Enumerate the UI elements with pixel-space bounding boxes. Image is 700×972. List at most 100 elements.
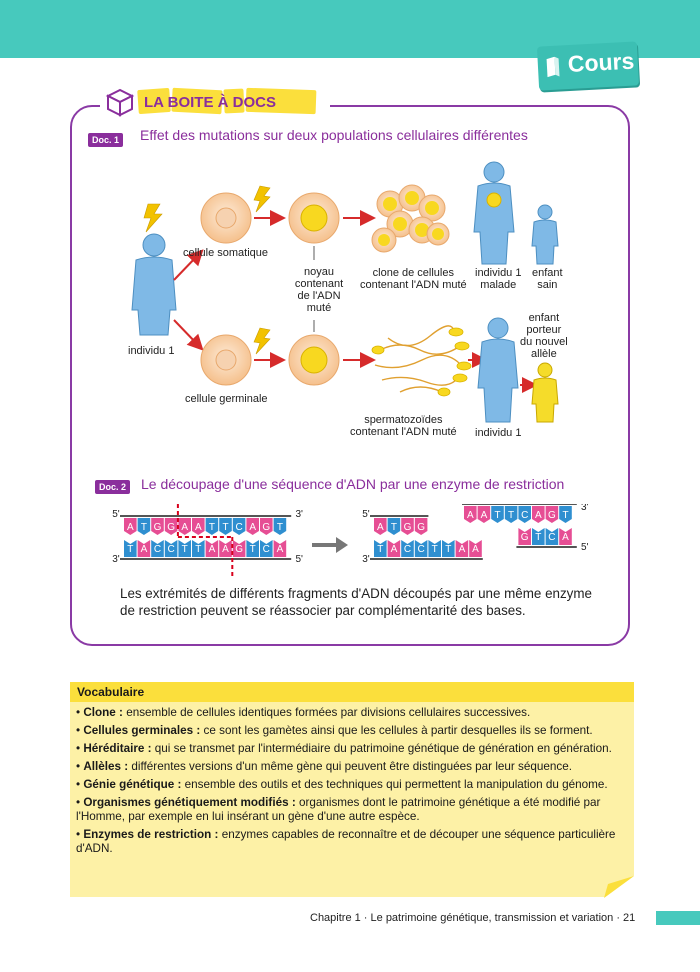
base-fb-top-4 xyxy=(518,506,531,523)
base-left-top-8 xyxy=(232,518,246,535)
base-left-top-10 xyxy=(260,518,273,535)
base-fb-top-3 xyxy=(504,506,518,523)
base-fb-top-5-letter: A xyxy=(535,510,542,521)
base-left-top-10-letter: G xyxy=(262,522,270,533)
base-left-top-1-letter: T xyxy=(141,522,147,533)
base-fa-bottom-2-letter: C xyxy=(404,544,411,555)
base-left-bottom-6 xyxy=(205,540,219,557)
clone-label: clone de cellules contenant l'ADN muté xyxy=(360,267,467,291)
base-left-bottom-4 xyxy=(178,540,191,557)
base-left-bottom-0 xyxy=(124,540,137,557)
end-label-right-bottom: 5' xyxy=(295,554,303,565)
page-fold-decoration xyxy=(604,876,634,898)
germinal-cell xyxy=(200,334,252,386)
doc2-title: Le découpage d'une séquence d'ADN par un… xyxy=(141,476,565,492)
base-fb-bottom-3 xyxy=(559,528,572,545)
somatic-cell xyxy=(200,192,252,244)
lightning-icon xyxy=(143,203,163,233)
base-left-top-1 xyxy=(137,518,151,535)
vocabulary-title: Vocabulaire xyxy=(77,685,145,699)
base-left-top-11-letter: T xyxy=(277,522,283,533)
base-fb-top-5 xyxy=(532,506,545,523)
base-fa-top-3-letter: G xyxy=(417,522,425,533)
base-left-top-2 xyxy=(151,518,164,535)
base-left-top-9-letter: A xyxy=(249,522,256,533)
fb-end-label-bottom: 5' xyxy=(581,542,589,553)
base-fa-top-0 xyxy=(374,518,387,535)
base-left-bottom-7 xyxy=(219,540,232,557)
base-fa-bottom-4-letter: T xyxy=(432,544,438,555)
base-left-top-8-letter: C xyxy=(235,522,242,533)
base-fa-top-2 xyxy=(401,518,414,535)
fa-end-label-bottom: 3' xyxy=(362,554,370,565)
doc2-caption: Les extrémités de différents fragments d… xyxy=(120,586,592,618)
doc1-tag: Doc. 1 xyxy=(88,133,124,147)
mutation-figure xyxy=(131,161,559,423)
base-left-bottom-1 xyxy=(137,540,151,557)
base-left-top-0 xyxy=(124,518,137,535)
cell-clone-cluster xyxy=(371,184,450,253)
end-label-left-top: 5' xyxy=(112,509,120,520)
base-left-top-4 xyxy=(178,518,191,535)
mutated-germinal-cell xyxy=(288,334,340,386)
base-left-top-5 xyxy=(192,518,205,535)
base-left-top-7 xyxy=(219,518,232,535)
nucleus-label: noyau contenant de l'ADN muté xyxy=(294,266,344,314)
base-left-bottom-3 xyxy=(164,540,178,557)
doc-box-frame xyxy=(70,105,630,646)
fa-end-label-top: 5' xyxy=(362,509,370,520)
base-fa-bottom-2 xyxy=(401,540,414,557)
base-left-top-7-letter: T xyxy=(222,522,228,533)
base-left-bottom-5-letter: T xyxy=(195,544,201,555)
base-fa-top-3 xyxy=(414,518,428,535)
cours-label: Cours xyxy=(567,47,635,78)
base-fb-top-6 xyxy=(545,506,559,523)
base-left-bottom-7-letter: A xyxy=(222,544,229,555)
sperm-cells xyxy=(371,325,472,397)
vocab-item-genetic-engineering: • Génie génétique : ensemble des outils … xyxy=(76,778,608,791)
base-fb-bottom-2 xyxy=(545,528,559,545)
base-fb-top-0-letter: A xyxy=(467,510,474,521)
base-left-top-3 xyxy=(164,518,178,535)
base-left-bottom-8 xyxy=(232,540,246,557)
base-fa-bottom-3-letter: C xyxy=(417,544,424,555)
base-fa-bottom-1-letter: A xyxy=(391,544,398,555)
base-fb-bottom-1 xyxy=(532,528,545,545)
vocab-item-alleles: • Allèles : différentes versions d'un mê… xyxy=(76,760,572,773)
base-left-bottom-10-letter: C xyxy=(263,544,270,555)
base-fb-top-7-letter: T xyxy=(562,510,568,521)
base-fb-top-6-letter: G xyxy=(548,510,556,521)
base-left-bottom-5 xyxy=(192,540,205,557)
base-fa-top-1-letter: T xyxy=(391,522,397,533)
base-fa-bottom-1 xyxy=(387,540,401,557)
base-left-top-6 xyxy=(205,518,219,535)
vocab-item-clone: • Clone : ensemble de cellules identique… xyxy=(76,706,531,719)
base-left-top-9 xyxy=(246,518,259,535)
base-fa-bottom-5-letter: T xyxy=(445,544,451,555)
footer-bar xyxy=(656,911,700,925)
mutated-somatic-cell xyxy=(288,192,340,244)
base-fa-bottom-6-letter: A xyxy=(459,544,466,555)
carrier-child-label: enfant porteur du nouvel allèle xyxy=(520,312,568,360)
germinal-cell-label: cellule germinale xyxy=(185,393,268,405)
base-fa-bottom-0-letter: T xyxy=(377,544,383,555)
healthy-child-figure xyxy=(531,204,559,265)
base-left-bottom-9-letter: T xyxy=(250,544,256,555)
book-icon xyxy=(546,56,560,78)
base-left-bottom-1-letter: A xyxy=(141,544,148,555)
base-left-bottom-2 xyxy=(151,540,164,557)
base-fb-bottom-1-letter: T xyxy=(535,532,541,543)
base-fa-top-0-letter: A xyxy=(377,522,384,533)
base-fb-bottom-0 xyxy=(518,528,531,545)
base-left-bottom-10 xyxy=(260,540,273,557)
base-fb-top-7 xyxy=(559,506,572,523)
base-left-top-3-letter: G xyxy=(167,522,175,533)
base-fb-top-2 xyxy=(491,506,504,523)
vocab-item-germinal: • Cellules germinales : ce sont les gamè… xyxy=(76,724,593,737)
individual-1-label: individu 1 xyxy=(128,345,175,357)
base-left-bottom-11-letter: A xyxy=(277,544,284,555)
lightning-icon xyxy=(253,185,271,213)
vocab-item-gmo: • Organismes génétiquement modifiés : or… xyxy=(76,796,601,823)
vocab-item-hereditary: • Héréditaire : qui se transmet par l'in… xyxy=(76,742,612,755)
